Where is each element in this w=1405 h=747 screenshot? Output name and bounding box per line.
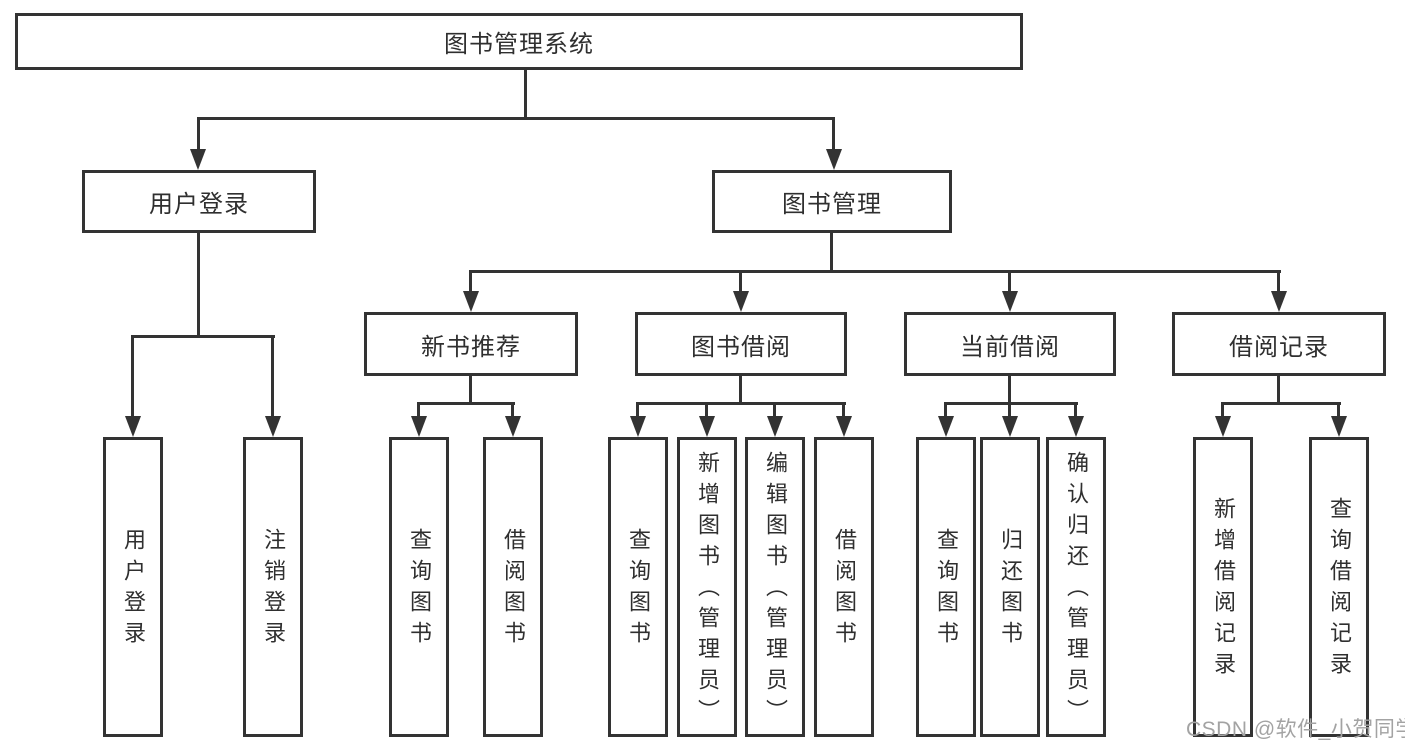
edge-book-borrowing-rail bbox=[636, 402, 846, 405]
arrowhead-query-books-recommend-icon bbox=[411, 416, 427, 437]
arrowhead-user-login-icon bbox=[190, 149, 206, 170]
edge-root-rail bbox=[197, 117, 835, 120]
edge-borrow-books-recommend-stem bbox=[511, 402, 514, 417]
edge-book-management-rail bbox=[469, 270, 1281, 273]
edge-root-drop bbox=[524, 69, 527, 118]
node-add-book-admin: 新增图书（管理员） bbox=[677, 437, 737, 737]
arrowhead-edit-book-icon bbox=[767, 416, 783, 437]
edge-confirm-return-stem bbox=[1074, 402, 1077, 417]
edge-current-borrowing-rail bbox=[944, 402, 1078, 405]
arrowhead-borrow-books-recommend-icon bbox=[505, 416, 521, 437]
edge-new-book-drop bbox=[469, 376, 472, 405]
edge-book-borrowing-stem bbox=[739, 270, 742, 294]
node-query-books-current: 查询图书 bbox=[916, 437, 976, 737]
arrowhead-query-borrow-record-icon bbox=[1331, 416, 1347, 437]
edge-query-borrow-record-stem bbox=[1337, 402, 1340, 417]
arrowhead-book-borrowing-icon bbox=[733, 291, 749, 312]
arrowhead-new-book-icon bbox=[463, 291, 479, 312]
edge-user-login-leaf-stem bbox=[131, 335, 134, 417]
edge-book-borrowing-drop bbox=[739, 376, 742, 405]
edge-borrowing-records-stem bbox=[1277, 270, 1280, 294]
edge-logout-leaf-stem bbox=[271, 335, 274, 417]
arrowhead-add-book-icon bbox=[699, 416, 715, 437]
arrowhead-add-borrow-record-icon bbox=[1215, 416, 1231, 437]
arrowhead-logout-leaf-icon bbox=[265, 416, 281, 437]
edge-borrow-books-leaf-stem bbox=[842, 402, 845, 417]
node-query-books-borrowing: 查询图书 bbox=[608, 437, 668, 737]
arrowhead-return-book-icon bbox=[1002, 416, 1018, 437]
arrowhead-query-books-borrowing-icon bbox=[630, 416, 646, 437]
edge-current-borrowing-drop bbox=[1008, 376, 1011, 405]
node-library-management-system: 图书管理系统 bbox=[15, 13, 1023, 70]
edge-borrowing-records-drop bbox=[1277, 376, 1280, 405]
node-borrow-books-leaf: 借阅图书 bbox=[814, 437, 874, 737]
edge-current-borrowing-stem bbox=[1008, 270, 1011, 294]
node-add-borrow-record: 新增借阅记录 bbox=[1193, 437, 1253, 737]
node-user-login-leaf: 用户登录 bbox=[103, 437, 163, 737]
arrowhead-confirm-return-icon bbox=[1068, 416, 1084, 437]
arrowhead-book-management-icon bbox=[826, 149, 842, 170]
node-logout-leaf: 注销登录 bbox=[243, 437, 303, 737]
arrowhead-borrow-books-leaf-icon bbox=[836, 416, 852, 437]
edge-query-books-borrowing-stem bbox=[636, 402, 639, 417]
node-current-borrowing: 当前借阅 bbox=[904, 312, 1116, 376]
arrowhead-query-books-current-icon bbox=[938, 416, 954, 437]
node-borrow-books-recommend: 借阅图书 bbox=[483, 437, 543, 737]
node-confirm-return-admin: 确认归还（管理员） bbox=[1046, 437, 1106, 737]
arrowhead-user-login-leaf-icon bbox=[125, 416, 141, 437]
node-book-borrowing: 图书借阅 bbox=[635, 312, 847, 376]
edge-user-login-rail bbox=[131, 335, 275, 338]
edge-add-borrow-record-stem bbox=[1221, 402, 1224, 417]
edge-return-book-stem bbox=[1008, 402, 1011, 417]
arrowhead-current-borrowing-icon bbox=[1002, 291, 1018, 312]
edge-borrowing-records-rail bbox=[1221, 402, 1341, 405]
node-query-books-recommend: 查询图书 bbox=[389, 437, 449, 737]
node-user-login: 用户登录 bbox=[82, 170, 316, 233]
edge-root-to-user-login-stem bbox=[197, 117, 200, 150]
node-new-book-recommendation: 新书推荐 bbox=[364, 312, 578, 376]
node-query-borrow-record: 查询借阅记录 bbox=[1309, 437, 1369, 737]
edge-query-books-current-stem bbox=[944, 402, 947, 417]
edge-query-books-recommend-stem bbox=[417, 402, 420, 417]
node-borrowing-records: 借阅记录 bbox=[1172, 312, 1386, 376]
arrowhead-borrowing-records-icon bbox=[1271, 291, 1287, 312]
edge-new-book-rail bbox=[417, 402, 515, 405]
node-return-book: 归还图书 bbox=[980, 437, 1040, 737]
edge-new-book-stem bbox=[469, 270, 472, 294]
watermark: CSDN @软件_小贺同学 bbox=[1186, 718, 1405, 741]
edge-add-book-stem bbox=[705, 402, 708, 417]
edge-root-to-book-management-stem bbox=[832, 117, 835, 150]
edge-user-login-drop bbox=[197, 233, 200, 338]
edge-edit-book-stem bbox=[773, 402, 776, 417]
edge-book-management-drop bbox=[830, 233, 833, 273]
node-edit-book-admin: 编辑图书（管理员） bbox=[745, 437, 805, 737]
node-book-management: 图书管理 bbox=[712, 170, 952, 233]
